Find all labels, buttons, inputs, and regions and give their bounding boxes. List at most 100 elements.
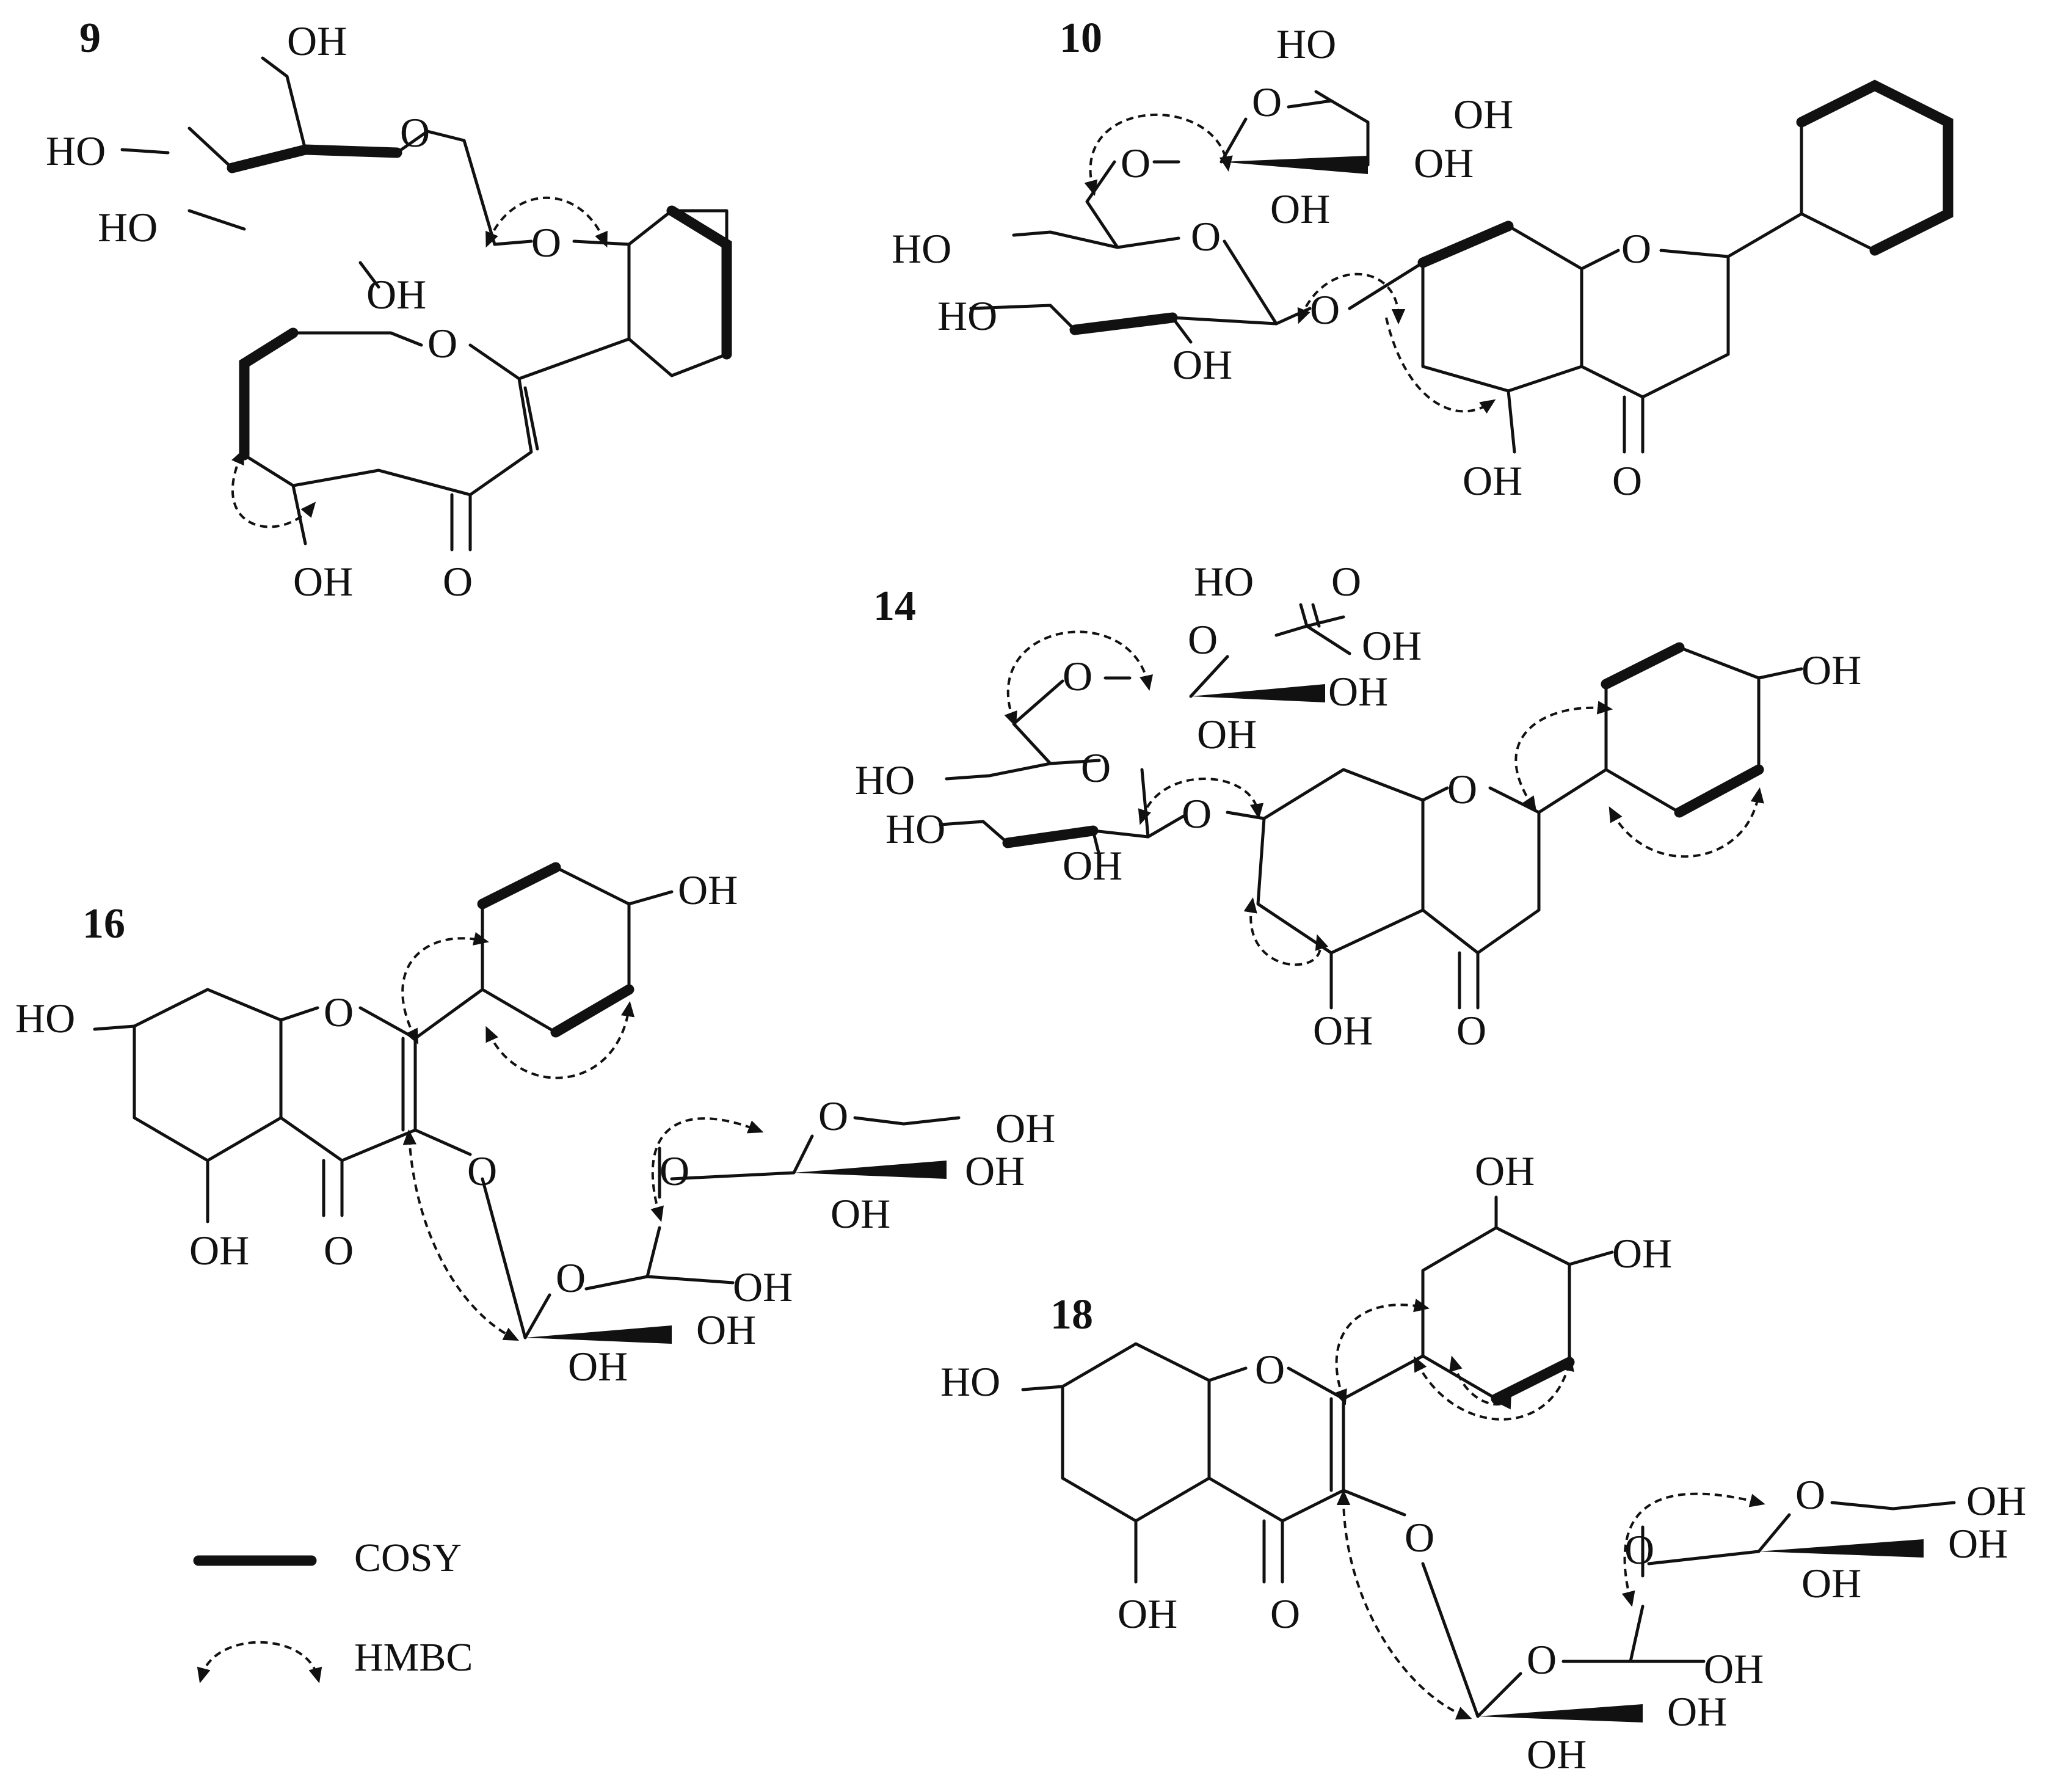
c14-label-uro-oh-a: OH: [1362, 622, 1422, 669]
compound-14: 14: [855, 558, 1861, 1054]
c14-label-uro-oh-b: OH: [1328, 668, 1388, 715]
c10-label-xyl-o: O: [1252, 79, 1282, 125]
c16-label-link-o: O: [660, 1148, 689, 1194]
c14-label-uro-oh-c: OH: [1197, 711, 1257, 757]
c18-label-link3-o: O: [1405, 1514, 1434, 1561]
c10-label-xyl-oh-a: OH: [1453, 91, 1513, 137]
c9-label-oh5: OH: [293, 558, 353, 605]
compound-16-hmbc: [401, 932, 764, 1341]
legend-hmbc-swatch: [197, 1641, 322, 1683]
c14-label-glc-ho4: HO: [855, 757, 915, 803]
compound-9-number: 9: [79, 15, 101, 62]
compound-10: 10: [892, 15, 1954, 504]
c18-label-s1-oh-c: OH: [1527, 1731, 1587, 1777]
c16-label-s1-o: O: [556, 1255, 586, 1301]
compound-14-hmbc: [1004, 630, 1764, 966]
c14-label-link7-o: O: [1182, 790, 1212, 837]
compound-18-labels: OH OH HO O OH O O O OH OH OH O O OH OH O…: [940, 1148, 2026, 1777]
c16-label-s2-oh-a: OH: [995, 1105, 1055, 1151]
c14-label-glc-o: O: [1081, 745, 1111, 791]
compound-18-bonds: [1021, 1195, 1956, 1722]
compound-10-labels: HO O OH OH OH O O HO HO OH O O OH O: [892, 21, 1651, 504]
legend: COSY HMBC: [193, 1536, 473, 1683]
compound-10-cosy: [1069, 79, 1954, 335]
c10-label-oh5: OH: [1463, 457, 1522, 504]
c10-label-chromone-o: O: [1621, 225, 1651, 272]
c9-label-ho3: HO: [98, 204, 158, 250]
c18-label-s1-oh-b: OH: [1667, 1688, 1727, 1735]
c9-label-ho4: HO: [46, 128, 106, 174]
c18-label-s1-oh-a: OH: [1704, 1646, 1764, 1692]
c14-label-glc-ho3: HO: [885, 806, 945, 852]
c14-label-oh4p: OH: [1801, 647, 1861, 693]
c10-label-glc-oh2: OH: [1172, 341, 1232, 388]
c10-label-carbonyl-o: O: [1612, 457, 1642, 504]
c18-label-ho7: HO: [940, 1358, 1000, 1405]
c18-label-s2-oh-a: OH: [1966, 1478, 2026, 1524]
c18-label-carbonyl-o: O: [1270, 1591, 1300, 1637]
c14-label-link6-o: O: [1063, 653, 1092, 699]
c14-label-oh5: OH: [1313, 1007, 1373, 1054]
c10-label-glc-ho3: HO: [937, 293, 997, 339]
c16-label-carbonyl-o: O: [324, 1227, 354, 1274]
compound-16: 16: [15, 862, 1055, 1390]
c16-label-oh4p: OH: [678, 867, 738, 913]
c18-label-s2-oh-b: OH: [1948, 1520, 2008, 1567]
c16-label-s2-oh-b: OH: [965, 1148, 1025, 1194]
c18-label-oh4p: OH: [1612, 1230, 1672, 1277]
c18-label-chromone-o: O: [1255, 1346, 1285, 1393]
compound-18-cosy: [1491, 1357, 1575, 1404]
compound-14-labels: HO O O OH OH OH O O HO HO OH O O OH OH O: [855, 558, 1861, 1054]
c16-label-s1-oh-a: OH: [733, 1264, 793, 1310]
compound-18-number: 18: [1050, 1291, 1093, 1338]
c16-label-s2-oh-c: OH: [831, 1190, 890, 1237]
c9-label-chromone-o: O: [427, 320, 457, 366]
c14-label-chromone-o: O: [1447, 766, 1477, 812]
c16-label-s1-oh-b: OH: [696, 1307, 756, 1353]
c16-label-ho7: HO: [15, 995, 75, 1041]
compound-9-labels: OH HO HO OH O O O OH O: [46, 18, 561, 605]
compound-10-number: 10: [1060, 15, 1102, 62]
compound-9-hmbc: [231, 196, 608, 528]
compound-9: 9: [46, 15, 732, 605]
c18-label-s2-o: O: [1795, 1471, 1825, 1518]
c14-label-carbonyl-o: O: [1456, 1007, 1486, 1054]
c18-label-oh5: OH: [1118, 1591, 1177, 1637]
c9-label-ch2oh: OH: [287, 18, 347, 64]
c10-label-xyl-ho: HO: [1276, 21, 1336, 67]
legend-cosy-label: COSY: [354, 1536, 462, 1580]
c14-label-uro-o: O: [1188, 616, 1218, 663]
c18-label-s1-o: O: [1527, 1636, 1557, 1683]
c9-label-ring-o: O: [400, 109, 430, 156]
c16-label-s2-o: O: [818, 1093, 848, 1139]
c9-label-carbonyl-o: O: [443, 558, 473, 605]
c16-label-s1-oh-c: OH: [568, 1343, 628, 1390]
compound-16-number: 16: [82, 900, 125, 947]
c10-label-glc-o: O: [1191, 213, 1221, 260]
c10-label-link6-o: O: [1121, 140, 1151, 186]
compound-14-number: 14: [873, 583, 916, 630]
c14-label-acid-ho: HO: [1194, 558, 1254, 605]
c9-label-oh2: OH: [366, 271, 426, 318]
c14-label-acid-o: O: [1331, 558, 1361, 605]
compound-9-bonds: [120, 56, 729, 552]
c10-label-glc-ho4: HO: [892, 225, 951, 272]
compound-10-hmbc: [1084, 114, 1496, 414]
c10-label-xyl-oh-b: OH: [1414, 140, 1474, 186]
c14-label-glc-oh2: OH: [1063, 842, 1122, 889]
legend-hmbc-label: HMBC: [354, 1635, 473, 1680]
compound-18: 18: [940, 1148, 2026, 1777]
compound-9-cosy: [227, 144, 732, 461]
c9-label-link-o: O: [531, 219, 561, 266]
compound-16-labels: OH HO O OH O O O OH OH OH O O OH OH OH: [15, 867, 1055, 1390]
c10-label-xyl-oh-c: OH: [1270, 186, 1330, 232]
compound-16-bonds: [93, 866, 961, 1344]
c10-label-link7-o: O: [1310, 286, 1340, 333]
c18-label-link-o: O: [1624, 1526, 1654, 1573]
c18-label-oh3p: OH: [1475, 1148, 1535, 1194]
compound-18-hmbc: [1334, 1299, 1765, 1720]
c16-label-oh5: OH: [189, 1227, 249, 1274]
c16-label-link3-o: O: [467, 1148, 497, 1194]
c16-label-chromone-o: O: [324, 989, 354, 1035]
